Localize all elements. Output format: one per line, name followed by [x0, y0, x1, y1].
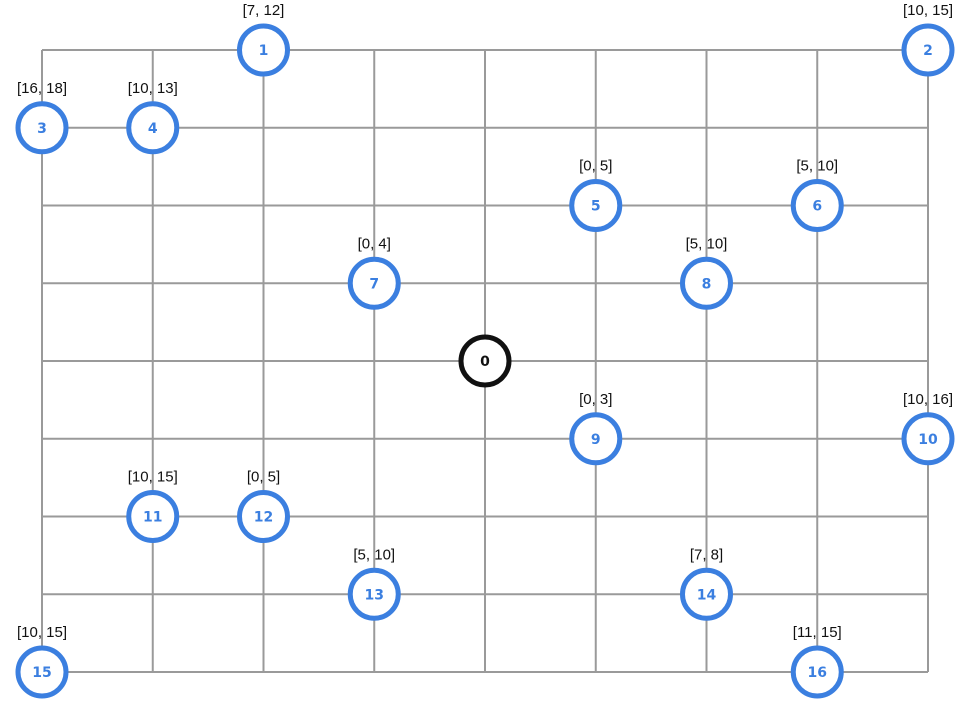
time-window-label: [10, 13]: [128, 80, 178, 97]
depot-node: 0: [458, 334, 512, 388]
node-circle: [680, 256, 733, 310]
customer-node-9: 9 [0, 3]: [569, 391, 623, 466]
node-circle: [237, 23, 290, 77]
time-window-label: [0, 3]: [579, 391, 612, 408]
time-window-label: [0, 4]: [358, 235, 391, 252]
node-circle: [680, 567, 733, 621]
node-id-label: 4: [148, 121, 158, 137]
customer-node-8: 8 [5, 10]: [680, 235, 733, 310]
node-id-label: 3: [37, 121, 47, 137]
node-circle: [15, 101, 69, 155]
node-circle: [15, 645, 69, 699]
customer-node-4: 4 [10, 13]: [126, 80, 180, 155]
node-id-label: 9: [591, 432, 601, 448]
time-window-label: [16, 18]: [17, 80, 67, 97]
node-id-label: 7: [369, 276, 379, 292]
node-circle: [126, 490, 180, 543]
customer-node-2: 2 [10, 15]: [901, 2, 955, 77]
node-circle: [569, 412, 623, 466]
node-circle: [347, 256, 401, 310]
node-id-label: 0: [480, 354, 490, 370]
node-id-label: 12: [254, 510, 273, 526]
node-id-label: 5: [591, 199, 601, 215]
time-window-label: [7, 8]: [690, 546, 723, 563]
customer-node-10: 10 [10, 16]: [901, 391, 955, 466]
time-window-label: [7, 12]: [243, 2, 285, 19]
time-window-label: [10, 15]: [128, 469, 178, 486]
node-layer: 0 1 [7, 12] 2 [10, 15] 3 [16, 18] 4 [10, 13] 5 [0,…: [15, 2, 955, 699]
node-circle: [901, 412, 955, 466]
time-window-label: [10, 16]: [903, 391, 953, 408]
node-circle: [569, 179, 623, 232]
node-id-label: 8: [702, 276, 712, 292]
customer-node-11: 11 [10, 15]: [126, 469, 180, 543]
node-id-label: 11: [143, 510, 162, 526]
customer-node-12: 12 [0, 5]: [237, 469, 290, 543]
time-window-label: [5, 10]: [686, 235, 728, 252]
customer-node-1: 1 [7, 12]: [237, 2, 290, 77]
node-id-label: 10: [918, 432, 938, 448]
node-id-label: 13: [365, 587, 384, 603]
customer-node-15: 15 [10, 15]: [15, 624, 69, 699]
time-window-label: [10, 15]: [17, 624, 67, 641]
customer-node-6: 6 [5, 10]: [790, 158, 844, 232]
time-window-label: [0, 5]: [579, 158, 612, 175]
customer-node-7: 7 [0, 4]: [347, 235, 401, 310]
node-id-label: 14: [697, 587, 717, 603]
customer-node-3: 3 [16, 18]: [15, 80, 69, 155]
node-circle: [458, 334, 512, 388]
node-circle: [126, 101, 180, 155]
customer-node-5: 5 [0, 5]: [569, 158, 623, 232]
node-id-label: 1: [259, 43, 269, 59]
customer-node-16: 16 [11, 15]: [790, 624, 844, 699]
node-id-label: 6: [812, 199, 822, 215]
time-window-label: [5, 10]: [796, 158, 838, 175]
customer-node-13: 13 [5, 10]: [347, 546, 401, 621]
node-id-label: 16: [808, 665, 827, 681]
node-id-label: 15: [32, 665, 51, 681]
node-id-label: 2: [923, 43, 933, 59]
time-window-label: [5, 10]: [353, 546, 395, 563]
time-window-label: [11, 15]: [793, 624, 842, 641]
node-circle: [790, 645, 844, 699]
time-window-label: [0, 5]: [247, 469, 280, 486]
node-circle: [901, 23, 955, 77]
time-window-label: [10, 15]: [903, 2, 953, 19]
node-circle: [790, 179, 844, 232]
customer-node-14: 14 [7, 8]: [680, 546, 733, 621]
node-circle: [237, 490, 290, 543]
node-circle: [347, 567, 401, 621]
